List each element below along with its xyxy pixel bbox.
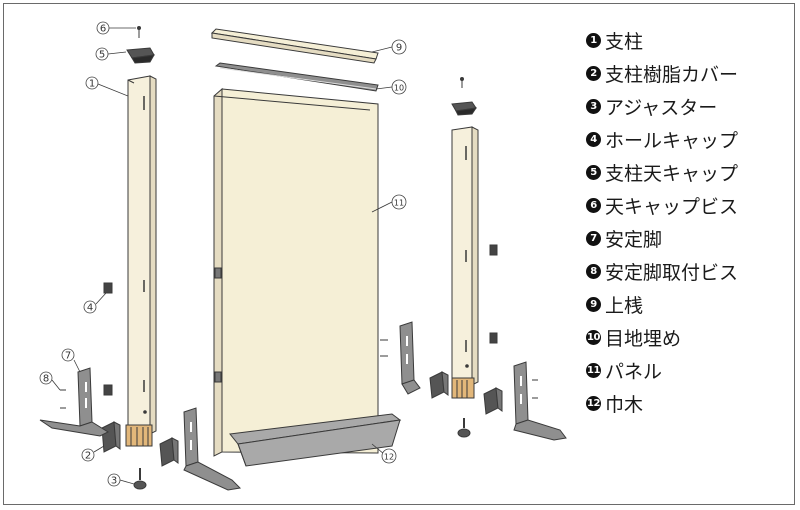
legend-label: アジャスター: [605, 97, 718, 119]
legend-item: 5 支柱天キャップ: [586, 156, 738, 189]
middle-stabilizer-foot: [183, 407, 242, 491]
callout-6: 6: [96, 21, 110, 35]
svg-text:6: 6: [100, 24, 106, 35]
callout-4: 4: [83, 300, 97, 314]
legend-number: 1: [586, 33, 601, 48]
svg-text:11: 11: [394, 199, 404, 208]
legend-item: 4 ホールキャップ: [586, 123, 738, 156]
legend-number: 9: [586, 297, 601, 312]
leader-lines: [51, 27, 393, 485]
right-cap-screw: [460, 77, 464, 88]
left-stabilizer-foot: [39, 367, 110, 437]
svg-text:9: 9: [396, 43, 402, 54]
hole-caps-left: [103, 282, 113, 396]
legend-number: 6: [586, 198, 601, 213]
legend-label: 天キャップビス: [605, 196, 739, 218]
callout-8: 8: [39, 371, 53, 385]
left-post-resin-cover: [125, 424, 153, 447]
right-post-top-cap: [451, 101, 478, 116]
callout-10: 10: [391, 79, 407, 95]
left-resin-cover-piece: [101, 421, 121, 453]
legend-number: 2: [586, 66, 601, 81]
right-post: [451, 126, 479, 389]
svg-text:4: 4: [87, 303, 93, 314]
svg-text:12: 12: [384, 453, 394, 462]
right-post-resin-cover: [451, 377, 475, 399]
callout-12: 12: [381, 448, 397, 464]
callout-markers: 6 5 1 4 7 8 2 3: [39, 21, 407, 487]
legend-label: 支柱天キャップ: [605, 163, 739, 185]
right-lower-foot-screws: [532, 379, 538, 399]
svg-text:5: 5: [99, 50, 105, 61]
legend-label: 支柱樹脂カバー: [605, 64, 739, 86]
legend-item: 12 巾木: [586, 387, 738, 420]
right-adjuster: [457, 418, 471, 438]
joint-filler: [214, 62, 379, 92]
legend-label: 目地埋め: [605, 328, 682, 350]
svg-text:10: 10: [394, 84, 404, 93]
callout-5: 5: [95, 47, 109, 61]
callout-7: 7: [61, 348, 75, 362]
legend-number: 4: [586, 132, 601, 147]
right-upper-stabilizer-foot: [399, 321, 421, 395]
parts-legend: 1 支柱 2 支柱樹脂カバー 3 アジャスター 4 ホールキャップ 5 支柱天キャップ 6…: [586, 24, 738, 420]
plinth: [229, 413, 402, 467]
top-rail: [210, 28, 379, 64]
panel: [213, 87, 379, 457]
legend-item: 3 アジャスター: [586, 90, 738, 123]
legend-number: 11: [586, 363, 601, 378]
legend-number: 3: [586, 99, 601, 114]
svg-text:7: 7: [65, 351, 71, 362]
legend-item: 8 安定脚取付ビス: [586, 255, 738, 288]
legend-label: 安定脚取付ビス: [605, 262, 739, 284]
legend-item: 2 支柱樹脂カバー: [586, 57, 738, 90]
left-cap-screw: [137, 26, 141, 38]
legend-label: ホールキャップ: [605, 130, 739, 152]
left-adjuster: [133, 468, 147, 490]
svg-text:3: 3: [111, 476, 117, 487]
hole-caps-right: [489, 244, 498, 344]
legend-number: 7: [586, 231, 601, 246]
callout-3: 3: [107, 473, 121, 487]
legend-label: 上桟: [605, 295, 644, 317]
left-post: [127, 75, 157, 439]
legend-label: パネル: [605, 361, 663, 383]
legend-item: 10 目地埋め: [586, 321, 738, 354]
left-foot-screws: [60, 389, 66, 409]
legend-item: 6 天キャップビス: [586, 189, 738, 222]
legend-label: 支柱: [605, 31, 644, 53]
legend-number: 8: [586, 264, 601, 279]
legend-item: 9 上桟: [586, 288, 738, 321]
legend-item: 7 安定脚: [586, 222, 738, 255]
callout-9: 9: [391, 39, 407, 55]
right-lower-stabilizer-foot: [513, 361, 567, 441]
right-cover-pieces: [429, 371, 503, 415]
middle-cover-piece: [159, 437, 179, 467]
callout-11: 11: [391, 194, 407, 210]
legend-number: 10: [586, 330, 601, 345]
legend-item: 1 支柱: [586, 24, 738, 57]
svg-text:8: 8: [43, 374, 49, 385]
svg-text:2: 2: [85, 451, 91, 462]
callout-2: 2: [81, 448, 95, 462]
svg-text:1: 1: [89, 79, 95, 90]
legend-number: 5: [586, 165, 601, 180]
callout-1: 1: [85, 76, 99, 90]
legend-label: 安定脚: [605, 229, 663, 251]
legend-item: 11 パネル: [586, 354, 738, 387]
right-upper-foot-screws: [380, 339, 388, 357]
left-post-top-cap: [126, 47, 155, 64]
legend-label: 巾木: [605, 394, 644, 416]
legend-number: 12: [586, 396, 601, 411]
